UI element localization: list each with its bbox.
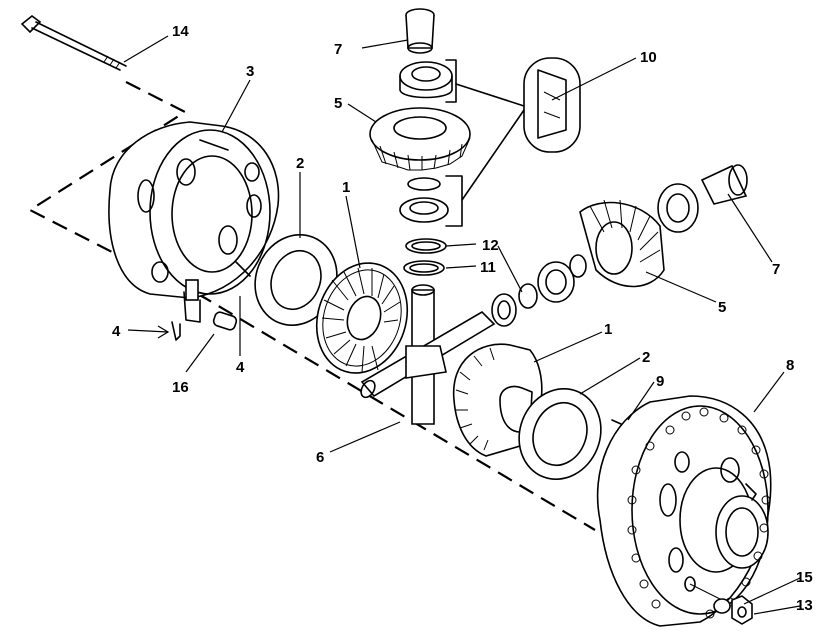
callout-10: 10 [640, 49, 657, 66]
callout-6: 6 [316, 449, 324, 466]
bearing-cone-right-shape [657, 164, 748, 233]
callout-2-left: 2 [296, 155, 304, 172]
bearing-cone-top-shape [399, 8, 453, 99]
pinion-top-shape [369, 107, 471, 171]
callout-7-right: 7 [772, 261, 780, 278]
callout-1-right: 1 [604, 321, 612, 338]
callout-12: 12 [482, 237, 499, 254]
lock-pin-shape [171, 321, 181, 341]
callout-11: 11 [480, 259, 496, 276]
bolt-shape [20, 14, 127, 71]
pinion-right-shape [537, 199, 665, 303]
callout-5-right: 5 [718, 299, 726, 316]
ring-stack-shape [399, 177, 449, 276]
pin-16-shape [212, 311, 238, 331]
callout-7-top: 7 [334, 41, 342, 58]
washers-middle-shape [491, 283, 538, 327]
case-half-left-shape [108, 121, 280, 323]
callout-14: 14 [172, 23, 189, 40]
callout-13: 13 [796, 597, 813, 614]
callout-9: 9 [656, 373, 664, 390]
callout-8: 8 [786, 357, 794, 374]
callout-4-lower: 4 [236, 359, 245, 376]
detail-10-shape [445, 57, 581, 227]
side-gear-left-shape [315, 262, 409, 374]
callout-15: 15 [796, 569, 813, 586]
leader-lines [123, 35, 801, 615]
callout-3: 3 [246, 63, 254, 80]
cross-shaft-shape [360, 284, 496, 425]
thrust-washer-right-shape [518, 387, 602, 481]
case-half-right-shape [596, 395, 772, 627]
callout-1-left: 1 [342, 179, 350, 196]
callout-16: 16 [172, 379, 189, 396]
callout-4-upper: 4 [112, 323, 121, 340]
callout-2-right: 2 [642, 349, 650, 366]
callout-5-top: 5 [334, 95, 342, 112]
